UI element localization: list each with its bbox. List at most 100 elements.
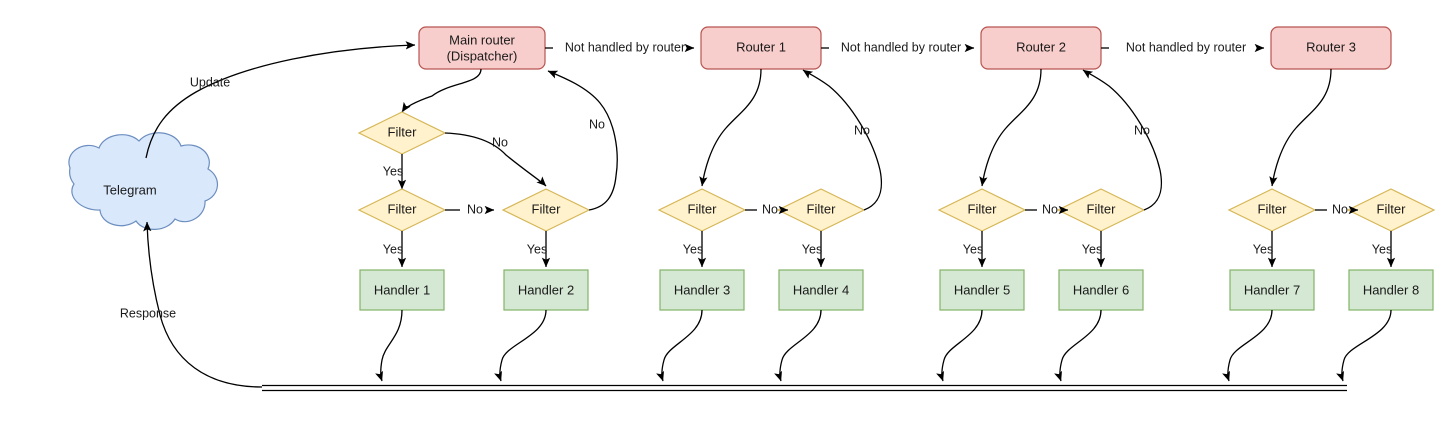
handler-3-bus-path [656,309,703,382]
edge-b2-no-back: No [802,69,883,211]
edge-b1-no: No [745,202,789,216]
edge-handler-1-to-bus [375,309,403,382]
c2-no-back-path [1082,69,1163,211]
filter-b2-shape [776,188,866,232]
router-main[interactable]: Main router (Dispatcher) [418,26,546,70]
d2-yes-label: Yes [1372,242,1392,256]
filter-c2[interactable]: Filter [1056,188,1146,232]
update-label: Update [190,75,230,89]
edge-c1-yes: Yes [963,231,987,268]
handler-6-box [1058,269,1144,311]
handler-4[interactable]: Handler 4 [778,269,864,311]
router-2-box [980,26,1102,70]
edge-router2-to-filter-c1 [979,68,1042,187]
edge-c2-no-back: No [1082,69,1163,211]
edge-main-to-filter-a1 [401,68,482,113]
handler-7[interactable]: Handler 7 [1229,269,1315,311]
edge-a3-no-back: No [547,70,618,211]
filter-d1[interactable]: Filter [1227,188,1317,232]
filter-d2[interactable]: Filter [1346,188,1436,232]
handler-1-box [359,269,445,311]
edge-update: Update [145,41,416,159]
c1-no-label: No [1042,202,1058,216]
edge-a2-no: No [445,202,495,216]
a3-no-back-path [547,70,618,211]
edge-not-handled-2: Not handled by router [821,40,975,54]
handler-4-box [778,269,864,311]
edge-handler-7-to-bus [1222,309,1273,382]
handler-4-bus-path [774,309,822,382]
d1-no-label: No [1332,202,1348,216]
edge-not-handled-3: Not handled by router [1101,40,1265,54]
handler-5[interactable]: Handler 5 [939,269,1025,311]
filter-b2[interactable]: Filter [776,188,866,232]
filter-c1-shape [937,188,1027,232]
not-handled-label-2: Not handled by router [841,40,961,54]
filter-a2[interactable]: Filter [357,188,447,232]
response-bus [262,384,1347,392]
filter-c2-shape [1056,188,1146,232]
c1-yes-label: Yes [963,242,983,256]
router2-to-filter-c1-path [979,68,1042,187]
response-path [143,221,263,388]
cloud-shape [68,132,218,230]
handler-2-box [503,269,589,311]
edge-handler-5-to-bus [936,309,983,382]
filter-a2-shape [357,188,447,232]
router-2[interactable]: Router 2 [980,26,1102,70]
b2-yes-label: Yes [802,242,822,256]
edge-router1-to-filter-b1 [699,68,762,187]
filter-a1-shape [357,111,447,155]
edge-not-handled-1: Not handled by router [545,40,695,54]
d1-yes-label: Yes [1253,242,1273,256]
edge-handler-4-to-bus [774,309,822,382]
a3-yes-label: Yes [527,242,547,256]
filter-d1-shape [1227,188,1317,232]
handler-2[interactable]: Handler 2 [503,269,589,311]
handler-6[interactable]: Handler 6 [1058,269,1144,311]
a2-no-label: No [467,202,483,216]
filter-c1[interactable]: Filter [937,188,1027,232]
handler-3[interactable]: Handler 3 [659,269,745,311]
not-handled-label-3: Not handled by router [1126,40,1246,54]
edge-d2-yes: Yes [1372,231,1396,268]
b1-no-label: No [762,202,778,216]
handler-5-box [939,269,1025,311]
router-3-box [1270,26,1392,70]
router-3[interactable]: Router 3 [1270,26,1392,70]
edge-b1-yes: Yes [683,231,707,268]
router-1[interactable]: Router 1 [700,26,822,70]
filter-a3-shape [501,188,591,232]
main-to-filter-a1-path [401,68,482,113]
filter-d2-shape [1346,188,1436,232]
edge-d1-yes: Yes [1253,231,1277,268]
filter-a3[interactable]: Filter [501,188,591,232]
edge-handler-8-to-bus [1336,309,1392,382]
b2-no-back-label: No [854,123,870,137]
handler-6-bus-path [1054,309,1102,382]
a1-no-label: No [492,135,508,149]
edge-c2-yes: Yes [1082,231,1106,268]
filter-a1[interactable]: Filter [357,111,447,155]
handler-8-box [1348,269,1434,311]
edge-c1-no: No [1025,202,1069,216]
b2-no-back-path [802,69,883,211]
handler-7-box [1229,269,1315,311]
handler-8-bus-path [1336,309,1392,382]
update-path [145,41,416,159]
c2-no-back-label: No [1134,123,1150,137]
edge-a3-yes: Yes [527,231,551,268]
b1-yes-label: Yes [683,242,703,256]
filter-b1[interactable]: Filter [657,188,747,232]
router1-to-filter-b1-path [699,68,762,187]
edge-a2-yes: Yes [383,231,407,268]
handler-1[interactable]: Handler 1 [359,269,445,311]
handler-3-box [659,269,745,311]
edge-response: Response [120,221,263,388]
telegram-cloud[interactable]: Telegram [68,132,218,230]
handler-8[interactable]: Handler 8 [1348,269,1434,311]
response-label: Response [120,306,176,320]
router-1-box [700,26,822,70]
